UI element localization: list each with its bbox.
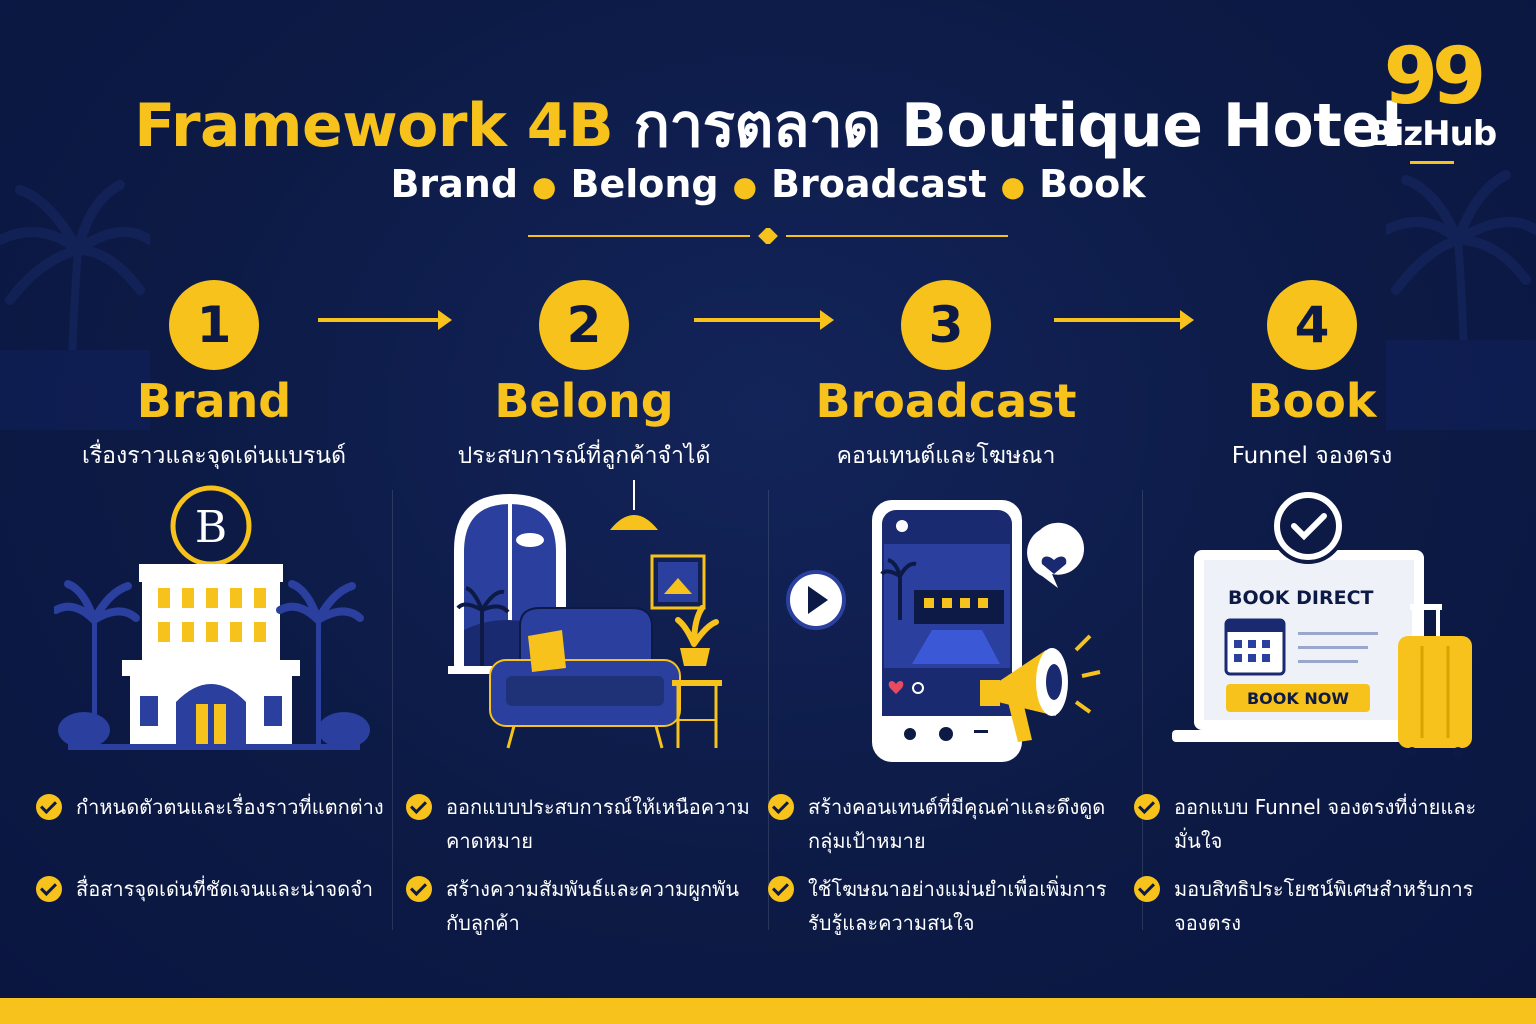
bullet-text: กำหนดตัวตนและเรื่องราวที่แตกต่าง bbox=[76, 795, 384, 819]
check-circle-icon bbox=[1134, 794, 1160, 820]
diamond-divider-icon bbox=[528, 228, 1008, 244]
check-circle-icon bbox=[768, 876, 794, 902]
hotel-building-icon: B bbox=[54, 485, 370, 750]
bullet-item: สร้างความสัมพันธ์และความผูกพันกับลูกค้า bbox=[406, 872, 756, 940]
subtitle: Brand ● Belong ● Broadcast ● Book bbox=[0, 162, 1536, 206]
step-number: 4 bbox=[1267, 280, 1357, 370]
step-heading: Brand bbox=[136, 374, 292, 428]
subtitle-item: Brand bbox=[390, 162, 519, 206]
step-number: 1 bbox=[169, 280, 259, 370]
bullet-item: มอบสิทธิประโยชน์พิเศษสำหรับการจองตรง bbox=[1134, 872, 1484, 940]
logo-underline bbox=[1410, 161, 1454, 164]
bullet-text: สื่อสารจุดเด่นที่ชัดเจนและน่าจดจำ bbox=[76, 877, 374, 901]
phone-megaphone-icon bbox=[786, 500, 1101, 762]
palm-tree-right-icon bbox=[1386, 170, 1536, 430]
step-heading: Book bbox=[1247, 374, 1377, 428]
title-rest: การตลาด Boutique Hotel bbox=[633, 91, 1403, 161]
column-divider bbox=[1142, 490, 1143, 930]
check-circle-icon bbox=[406, 794, 432, 820]
check-circle-icon bbox=[36, 794, 62, 820]
laptop-booking-icon: BOOK DIRECT BOOK NOW bbox=[1172, 488, 1472, 757]
bottom-accent-bar bbox=[0, 998, 1536, 1024]
column-divider bbox=[768, 490, 769, 930]
dot-separator-icon: ● bbox=[532, 170, 557, 203]
dot-separator-icon: ● bbox=[732, 170, 758, 203]
bullet-item: สื่อสารจุดเด่นที่ชัดเจนและน่าจดจำ bbox=[36, 872, 386, 906]
step-subheading: ประสบการณ์ที่ลูกค้าจำได้ bbox=[457, 443, 711, 469]
logo: 99 BizHub bbox=[1362, 32, 1502, 178]
brand-badge-letter: B bbox=[195, 502, 227, 553]
check-circle-icon bbox=[768, 794, 794, 820]
logo-text: BizHub bbox=[1367, 114, 1497, 154]
step-subheading: Funnel จองตรง bbox=[1231, 443, 1393, 469]
subtitle-item: Book bbox=[1039, 162, 1146, 206]
bullet-text: มอบสิทธิประโยชน์พิเศษสำหรับการจองตรง bbox=[1174, 877, 1474, 935]
arrow-right-icon bbox=[1054, 310, 1194, 330]
step-heading: Belong bbox=[494, 374, 674, 428]
palm-tree-left-icon bbox=[0, 180, 150, 430]
step-subheading: เรื่องราวและจุดเด่นแบรนด์ bbox=[81, 443, 347, 469]
bullet-text: ออกแบบ Funnel จองตรงที่ง่ายและมั่นใจ bbox=[1174, 795, 1477, 853]
check-circle-icon bbox=[1134, 876, 1160, 902]
dot-separator-icon: ● bbox=[1000, 170, 1026, 203]
bullet-item: สร้างคอนเทนต์ที่มีคุณค่าและดึงดูดกลุ่มเป… bbox=[768, 790, 1118, 858]
bullet-text: สร้างคอนเทนต์ที่มีคุณค่าและดึงดูดกลุ่มเป… bbox=[808, 795, 1106, 853]
screen-title: BOOK DIRECT bbox=[1228, 587, 1374, 609]
bullet-text: ใช้โฆษณาอย่างแม่นยำเพื่อเพิ่มการรับรู้แล… bbox=[808, 877, 1107, 935]
check-circle-icon bbox=[36, 876, 62, 902]
bullet-item: ออกแบบ Funnel จองตรงที่ง่ายและมั่นใจ bbox=[1134, 790, 1484, 858]
subtitle-item: Belong bbox=[570, 162, 719, 206]
bullet-item: กำหนดตัวตนและเรื่องราวที่แตกต่าง bbox=[36, 790, 386, 824]
bullet-item: ใช้โฆษณาอย่างแม่นยำเพื่อเพิ่มการรับรู้แล… bbox=[768, 872, 1118, 940]
bullet-item: ออกแบบประสบการณ์ให้เหนือความคาดหมาย bbox=[406, 790, 756, 858]
cozy-room-icon bbox=[448, 480, 722, 749]
column-divider bbox=[392, 490, 393, 930]
arrow-right-icon bbox=[694, 310, 834, 330]
book-now-button-label: BOOK NOW bbox=[1247, 689, 1349, 708]
arrow-right-icon bbox=[318, 310, 452, 330]
bullet-text: สร้างความสัมพันธ์และความผูกพันกับลูกค้า bbox=[446, 877, 740, 935]
step-number: 2 bbox=[539, 280, 629, 370]
step-subheading: คอนเทนต์และโฆษณา bbox=[836, 443, 1056, 469]
check-circle-icon bbox=[406, 876, 432, 902]
title-highlight: Framework 4B bbox=[134, 91, 614, 161]
bullet-text: ออกแบบประสบการณ์ให้เหนือความคาดหมาย bbox=[446, 795, 750, 853]
step-number: 3 bbox=[901, 280, 991, 370]
logo-number: 99 bbox=[1383, 32, 1487, 122]
page-title: Framework 4B การตลาด Boutique Hotel bbox=[0, 78, 1536, 173]
step-heading: Broadcast bbox=[815, 374, 1077, 428]
subtitle-item: Broadcast bbox=[771, 162, 987, 206]
